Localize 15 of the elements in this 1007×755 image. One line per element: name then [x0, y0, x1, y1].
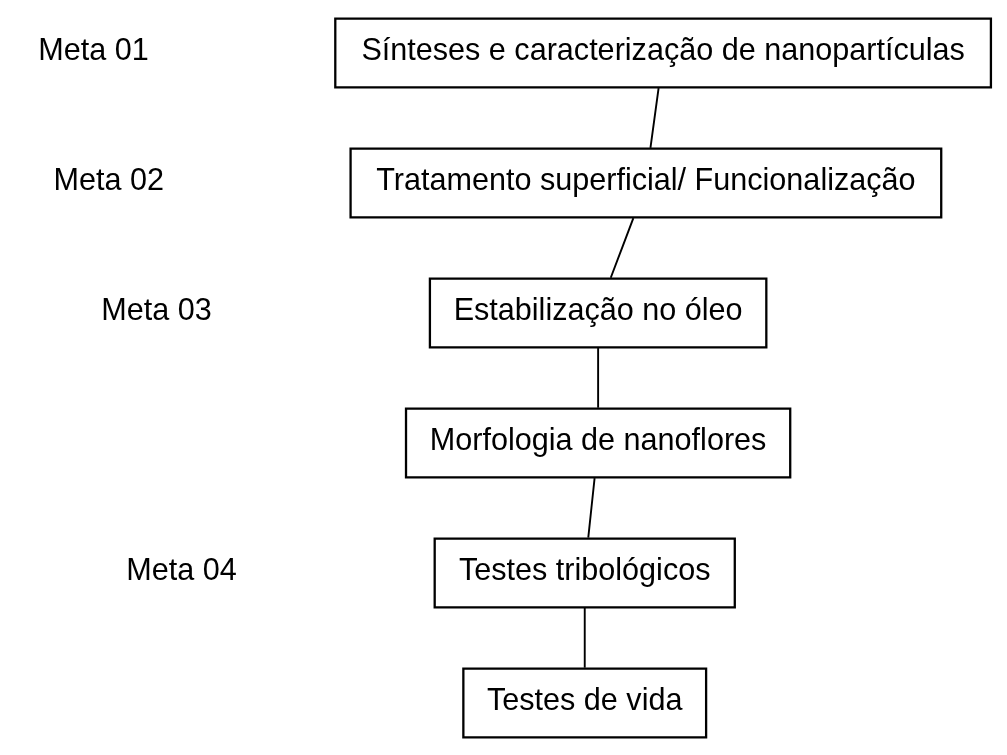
node-box: Testes tribológicos [433, 536, 736, 609]
connector [583, 606, 586, 669]
connector [587, 476, 596, 539]
node-box: Sínteses e caracterização de nanopartículas [334, 17, 993, 89]
node-box: Morfologia de nanoflores [404, 406, 792, 479]
node-box: Testes de vida [462, 666, 708, 738]
connector [609, 216, 635, 279]
connector [649, 86, 660, 149]
label: Meta 03 [101, 291, 212, 326]
node-box: Estabilização no óleo [428, 276, 768, 349]
label: Meta 01 [38, 31, 149, 66]
label: Meta 04 [126, 551, 237, 586]
label: Meta 02 [53, 161, 165, 196]
connector [597, 346, 600, 409]
node-box: Tratamento superficial/ Funcionalização [349, 147, 943, 219]
